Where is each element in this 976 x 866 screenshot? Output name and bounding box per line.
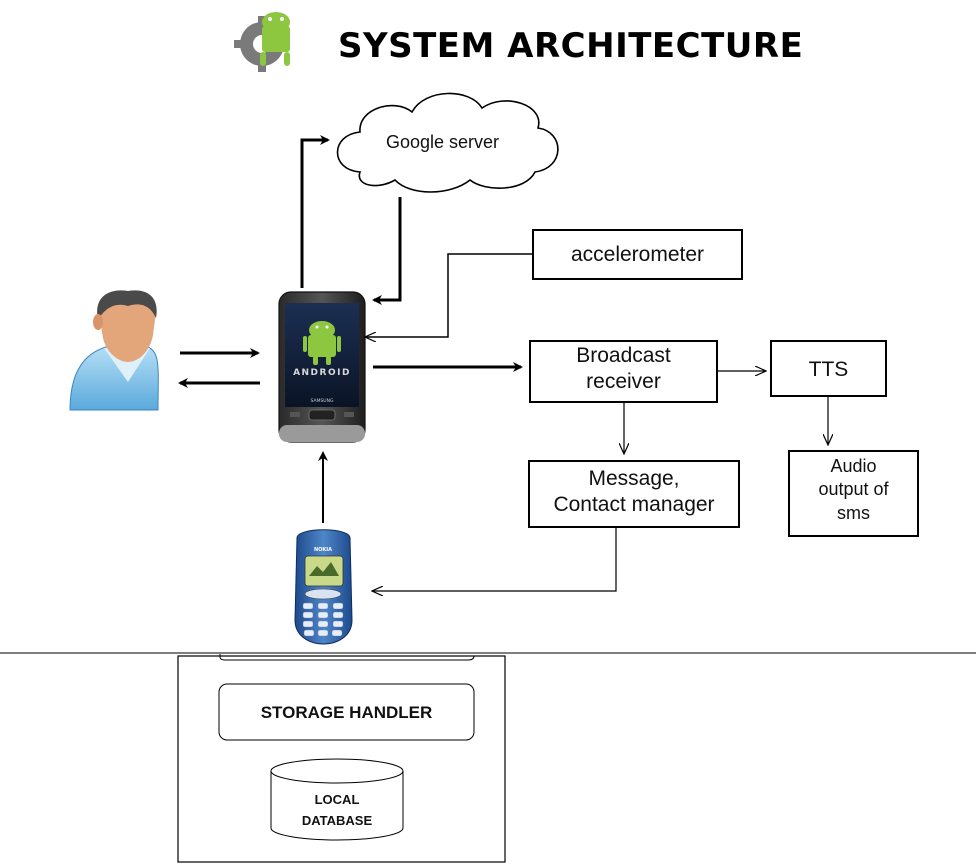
android-gear-icon — [234, 12, 290, 72]
accelerometer-label: accelerometer — [570, 243, 705, 266]
cloud-to-phone-arrow — [372, 197, 402, 305]
storage-top-fragment — [219, 654, 475, 661]
android-smartphone-icon — [278, 291, 366, 443]
message-contact-box — [528, 460, 740, 528]
storage-handler-label: STORAGE HANDLER — [260, 703, 433, 722]
audio-output-line3: sms — [837, 502, 870, 523]
nokia-brand-text: NOKIA — [314, 547, 332, 553]
user-avatar-icon — [69, 290, 159, 411]
audio-output-label: Audio output of sms — [789, 455, 918, 525]
accelerometer-box — [532, 229, 743, 280]
android-screen-text: ANDROID — [293, 368, 351, 378]
message-contact-label: Message, Contact manager — [529, 466, 739, 519]
local-database-line2: DATABASE — [301, 812, 373, 828]
local-database-label: LOCAL DATABASE — [271, 790, 403, 832]
broadcast-receiver-line1: Broadcast — [576, 344, 671, 367]
message-contact-line1: Message, — [588, 467, 680, 490]
google-server-label: Google server — [385, 132, 500, 152]
nokia-phone-icon — [294, 529, 353, 645]
audio-output-box — [788, 450, 919, 537]
message-contact-line2: Contact manager — [553, 493, 715, 517]
phone-to-cloud-arrow — [300, 135, 330, 288]
message-to-nokia-arrow — [373, 527, 617, 591]
storage-handler-box — [218, 683, 475, 741]
broadcast-receiver-label: Broadcast receiver — [530, 343, 717, 396]
database-cylinder-icon — [270, 758, 404, 841]
local-database-line1: LOCAL — [314, 792, 360, 807]
audio-output-line1: Audio — [830, 456, 877, 476]
samsung-brand-text: SAMSUNG — [311, 398, 334, 404]
cloud-icon — [336, 92, 559, 193]
page-title: SYSTEM ARCHITECTURE — [338, 26, 804, 66]
accelerometer-to-phone-arrow — [366, 253, 533, 337]
tts-label: TTS — [808, 358, 849, 381]
broadcast-receiver-line2: receiver — [586, 370, 661, 394]
audio-output-line2: output of — [818, 479, 889, 500]
